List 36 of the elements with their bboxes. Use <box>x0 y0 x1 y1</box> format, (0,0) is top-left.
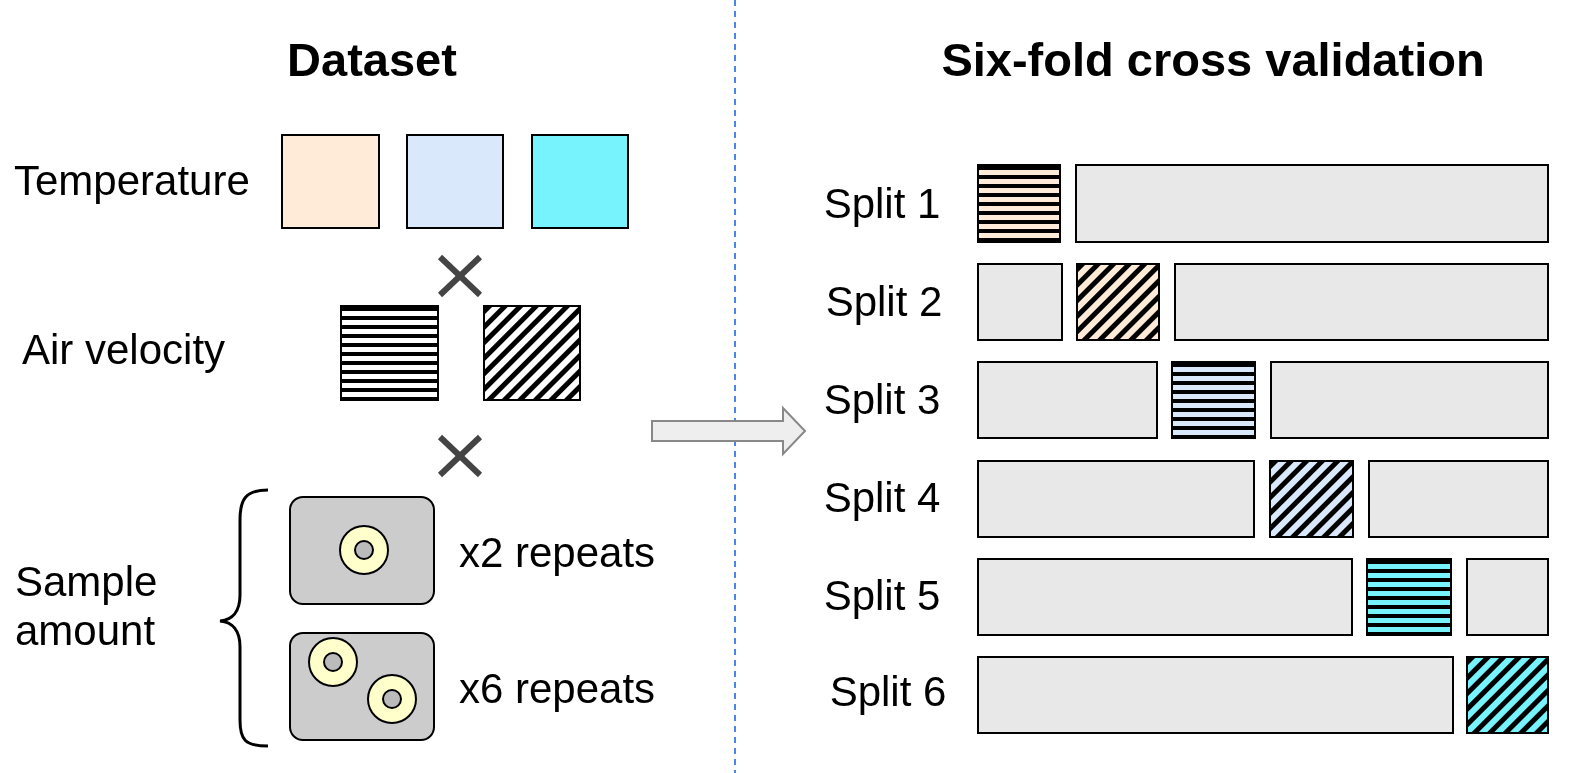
data-bar <box>1466 558 1549 636</box>
hatched-bar <box>1366 558 1452 636</box>
row-label: Temperature <box>14 156 250 206</box>
panel-heading: Six-fold cross validation <box>941 35 1485 85</box>
row-label: Sample amount <box>15 557 159 655</box>
color-square <box>281 134 380 229</box>
repeat-label: x2 repeats <box>459 527 656 578</box>
hatched-bar <box>1076 263 1160 341</box>
sample-tray <box>289 496 435 605</box>
hatched-square <box>483 305 581 401</box>
data-bar <box>1270 361 1549 439</box>
hatched-bar <box>1269 460 1354 538</box>
hatched-bar <box>977 164 1061 243</box>
sample-tray <box>289 632 435 741</box>
split-label: Split 6 <box>829 667 947 717</box>
row-label: Air velocity <box>22 325 226 375</box>
color-square <box>406 134 504 229</box>
panel-heading: Dataset <box>287 35 457 85</box>
data-bar <box>977 656 1454 734</box>
split-label: Split 1 <box>823 179 941 229</box>
data-bar <box>977 558 1353 636</box>
split-label: Split 4 <box>823 473 941 523</box>
data-bar <box>977 263 1063 341</box>
data-bar <box>977 460 1255 538</box>
split-label: Split 2 <box>825 277 943 327</box>
hatched-square <box>340 305 439 401</box>
hatched-bar <box>1466 656 1549 734</box>
hatched-bar <box>1171 361 1256 439</box>
data-bar <box>977 361 1158 439</box>
repeat-label: x6 repeats <box>459 663 656 714</box>
data-bar <box>1075 164 1549 243</box>
split-label: Split 3 <box>823 375 941 425</box>
split-label: Split 5 <box>823 571 941 621</box>
color-square <box>531 134 629 229</box>
data-bar <box>1368 460 1549 538</box>
data-bar <box>1174 263 1549 341</box>
